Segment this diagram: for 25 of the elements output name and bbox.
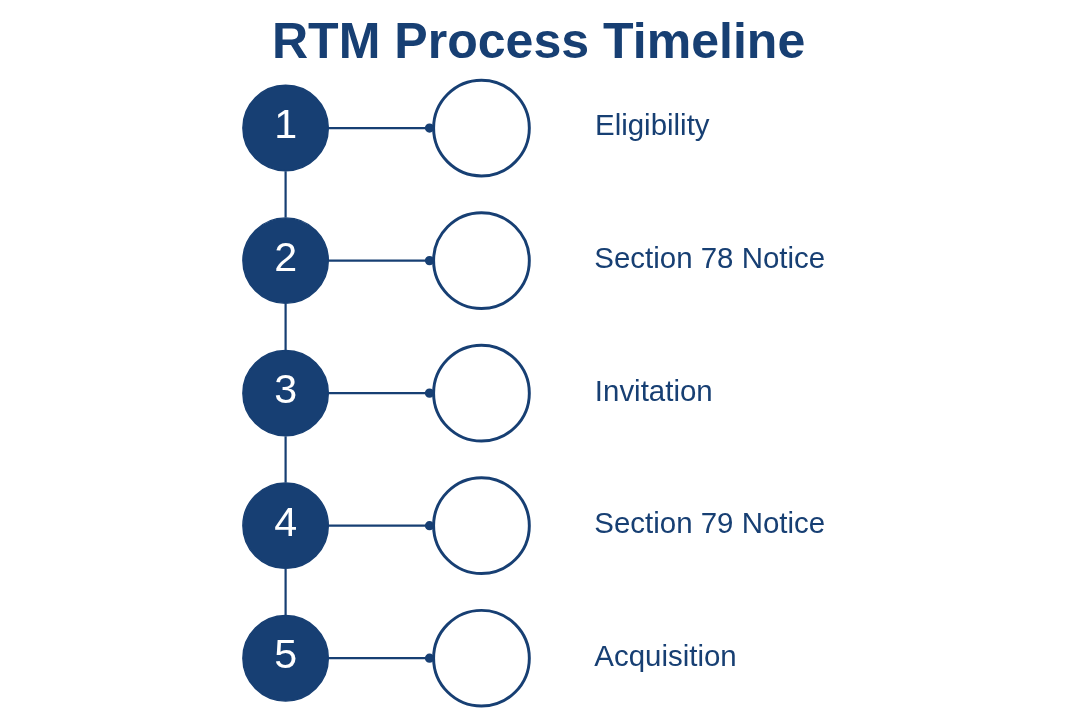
node-label: Invitation	[594, 373, 713, 407]
node-circle	[432, 211, 531, 310]
connector	[328, 653, 435, 663]
node-label: Eligibility	[595, 108, 710, 142]
node-circle	[432, 78, 531, 178]
node-label: Section 78 Notice	[594, 240, 826, 274]
node-label: Acquisition	[594, 638, 737, 672]
connector	[328, 521, 435, 531]
node-circle: 1	[242, 84, 330, 172]
connector	[284, 436, 287, 483]
node-circle: 5	[242, 614, 330, 702]
diagram-title: RTM Process Timeline	[271, 13, 806, 70]
connector	[328, 388, 435, 398]
connector	[328, 123, 435, 133]
node-circle: 4	[242, 482, 330, 570]
node-circle	[432, 343, 531, 443]
connector	[284, 171, 287, 218]
node-label: Section 79 Notice	[594, 506, 826, 540]
node-circle: 2	[242, 217, 330, 305]
node-circle	[432, 476, 531, 575]
connector	[328, 255, 435, 266]
connector	[284, 303, 287, 350]
node-circle: 3	[242, 349, 330, 437]
node-circle	[432, 608, 531, 708]
connector	[284, 568, 287, 616]
